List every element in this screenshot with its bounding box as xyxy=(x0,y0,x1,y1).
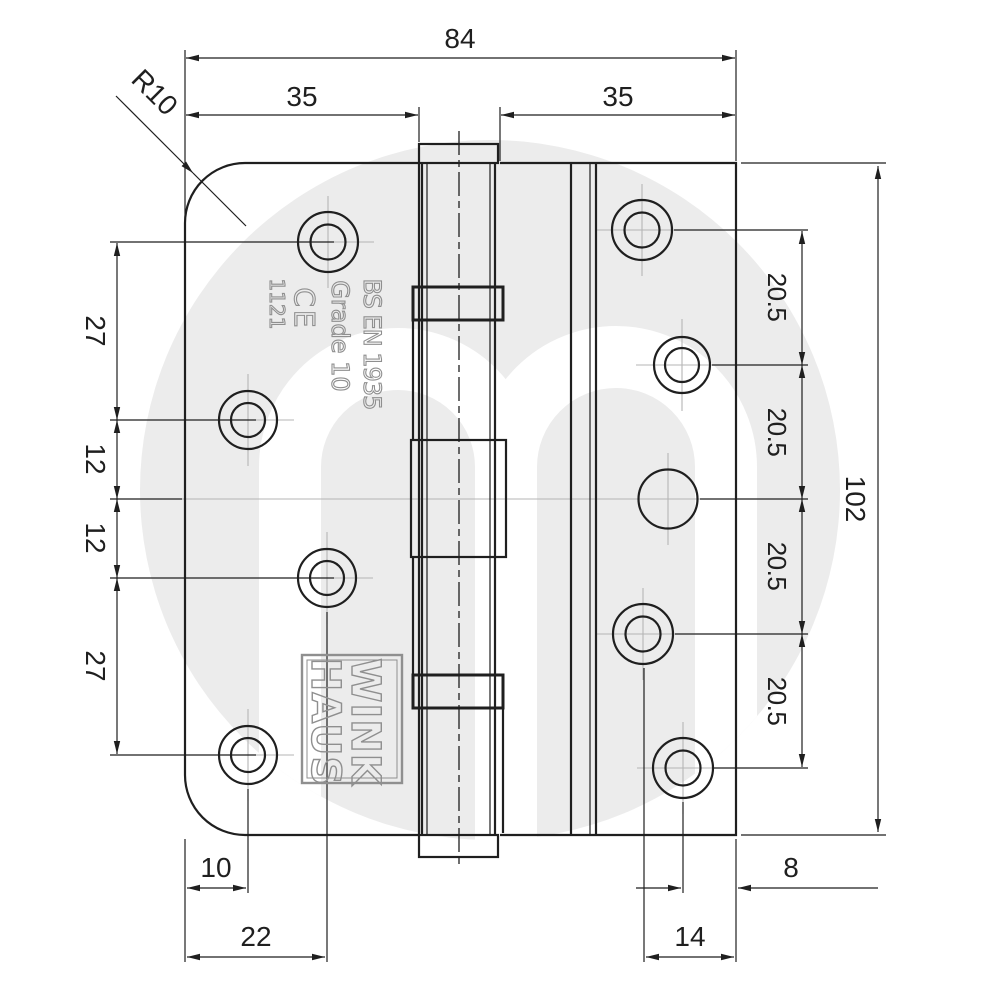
screw-hole xyxy=(611,602,675,666)
dim-label-right-spacing-3: 20.5 xyxy=(762,542,792,591)
winkhaus-logo-stamp: WINK HAUS xyxy=(300,653,404,787)
dimension-labels: 84 35 35 R10 27 12 12 27 20.5 20.5 20.5 … xyxy=(80,23,871,952)
cert-number-stamp: 1121 xyxy=(265,279,289,330)
barrel-top-cap xyxy=(417,142,500,165)
dim-label-right-spacing-1: 20.5 xyxy=(762,273,792,322)
dim-label-14: 14 xyxy=(674,921,705,952)
dim-label-10: 10 xyxy=(200,852,231,883)
dimension-lines xyxy=(113,54,882,961)
dim-label-total-width: 84 xyxy=(444,23,475,54)
dim-label-left-spacing-3: 12 xyxy=(80,522,111,553)
screw-hole xyxy=(610,198,674,262)
extension-lines xyxy=(110,50,886,962)
dim-label-left-spacing-4: 27 xyxy=(80,650,111,681)
dim-label-right-leaf: 35 xyxy=(602,81,633,112)
ce-mark-stamp: CE xyxy=(288,287,321,330)
barrel-bottom-cap xyxy=(417,833,500,859)
watermark-monogram xyxy=(259,326,757,840)
left-leaf xyxy=(183,161,421,837)
logo-word-top: WINK xyxy=(342,658,388,786)
bearing-collar-top xyxy=(411,285,505,322)
grade-stamp: Grade 10 xyxy=(326,280,354,391)
standard-stamp: BS EN 1935 xyxy=(358,279,386,410)
center-plain-hole xyxy=(637,468,699,530)
hinge-barrel xyxy=(409,131,508,866)
dim-label-8: 8 xyxy=(783,852,799,883)
logo-word-bottom: HAUS xyxy=(302,658,348,787)
dim-label-left-leaf: 35 xyxy=(286,81,317,112)
dim-label-overall-height: 102 xyxy=(840,476,871,523)
dim-label-left-spacing-1: 27 xyxy=(80,315,111,346)
bearing-collar-bottom xyxy=(411,673,505,710)
logo-border-inner xyxy=(306,659,398,779)
dim-label-left-spacing-2: 12 xyxy=(80,443,111,474)
dim-label-corner-radius: R10 xyxy=(126,63,184,121)
logo-border-outer xyxy=(300,653,404,785)
dim-label-right-spacing-2: 20.5 xyxy=(762,408,792,457)
dim-label-22: 22 xyxy=(240,921,271,952)
dim-label-right-spacing-4: 20.5 xyxy=(762,677,792,726)
screw-hole xyxy=(652,335,712,395)
middle-knuckle xyxy=(409,438,508,559)
stamped-markings: 1121 CE Grade 10 BS EN 1935 xyxy=(264,278,386,410)
radius-leader xyxy=(115,95,194,174)
